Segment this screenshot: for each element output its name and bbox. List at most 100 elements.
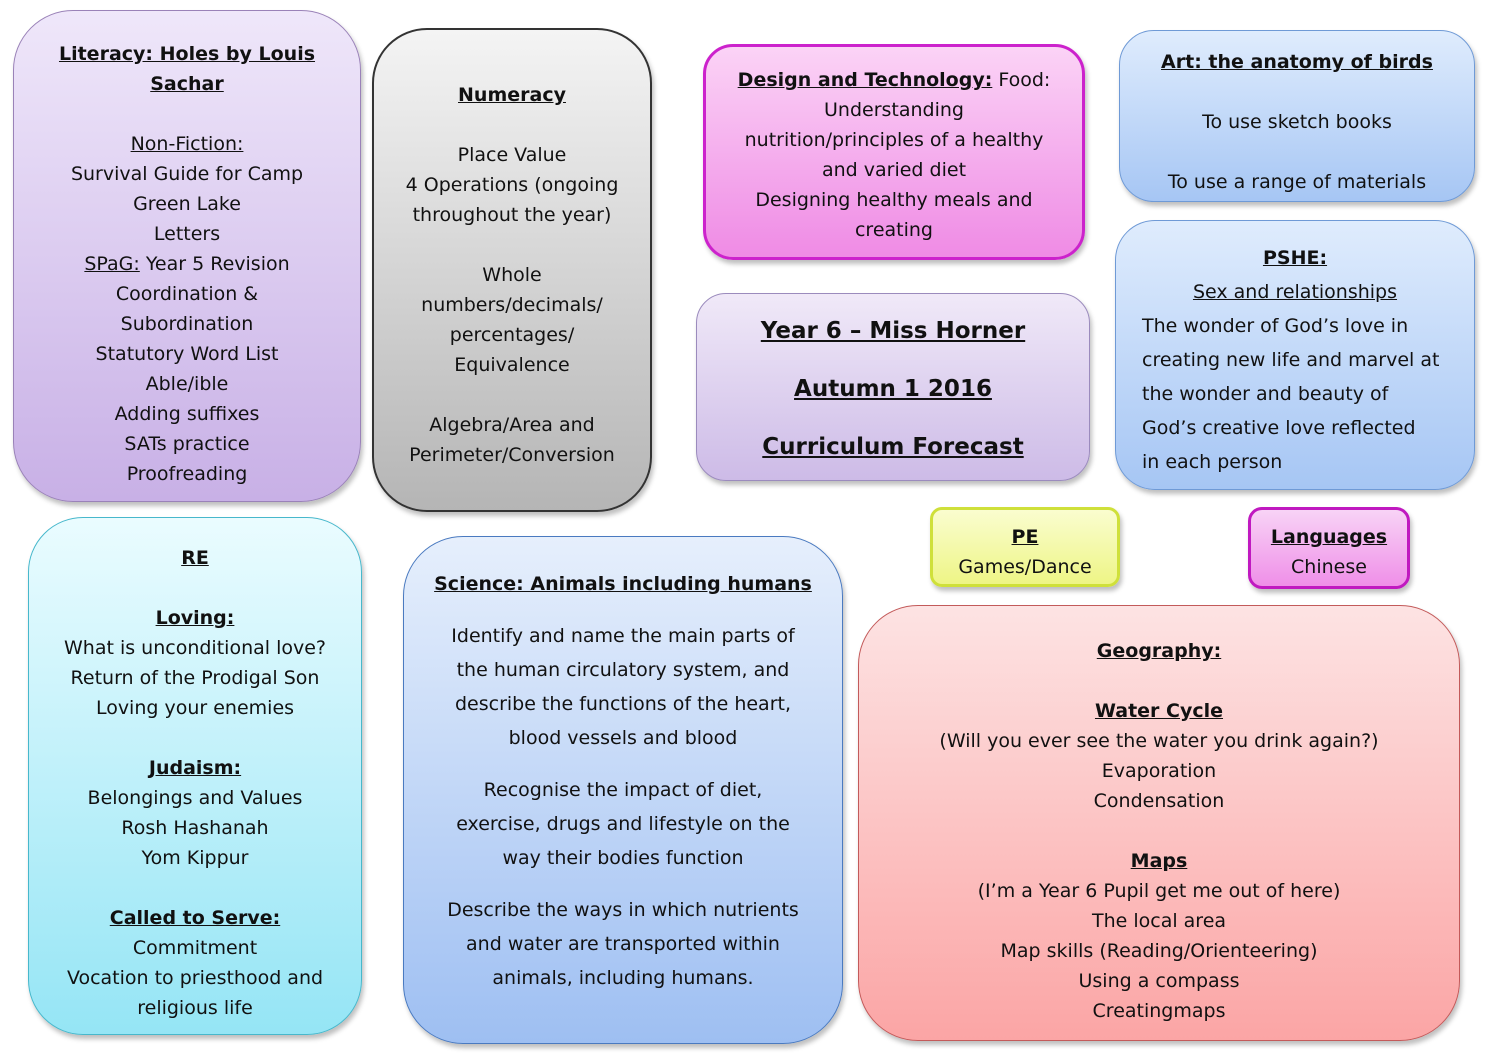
text-line: Curriculum Forecast bbox=[697, 418, 1089, 476]
box-content: Art: the anatomy of birds To use sketch b… bbox=[1120, 47, 1474, 197]
text-line: Statutory Word List bbox=[14, 339, 360, 369]
text-line: Non-Fiction: bbox=[14, 129, 360, 159]
heading-text: Numeracy bbox=[458, 84, 566, 106]
text-line: (Will you ever see the water you drink a… bbox=[859, 726, 1459, 756]
text-line: Adding suffixes bbox=[14, 399, 360, 429]
text-line: Rosh Hashanah bbox=[29, 813, 361, 843]
text-line: Belongings and Values bbox=[29, 783, 361, 813]
body-text: exercise, drugs and lifestyle on the bbox=[456, 813, 790, 835]
text-line: describe the functions of the heart, bbox=[404, 687, 842, 721]
text-line: Loving your enemies bbox=[29, 693, 361, 723]
heading-text: Loving: bbox=[155, 607, 235, 629]
heading-text: Autumn 1 2016 bbox=[794, 376, 992, 402]
text-line: religious life bbox=[29, 993, 361, 1023]
body-text: Vocation to priesthood and bbox=[66, 967, 324, 989]
art-box: Art: the anatomy of birds To use sketch b… bbox=[1119, 30, 1475, 202]
text-line: Using a compass bbox=[859, 966, 1459, 996]
text-line: PE bbox=[933, 522, 1117, 552]
text-line: Chinese bbox=[1251, 552, 1407, 582]
body-text: Using a compass bbox=[1078, 970, 1240, 992]
text-line: SATs practice bbox=[14, 429, 360, 459]
heading-text: Maps bbox=[1130, 850, 1188, 872]
text-line: To use a range of materials bbox=[1120, 167, 1474, 197]
text-line: Games/Dance bbox=[933, 552, 1117, 582]
text-line bbox=[404, 875, 842, 893]
heading-text: Sachar bbox=[150, 73, 224, 95]
text-line: the human circulatory system, and bbox=[404, 653, 842, 687]
text-line: Describe the ways in which nutrients bbox=[404, 893, 842, 927]
body-text: Year 5 Revision bbox=[139, 253, 290, 275]
body-text: in each person bbox=[1142, 451, 1283, 473]
text-line: Survival Guide for Camp bbox=[14, 159, 360, 189]
text-line: Identify and name the main parts of bbox=[404, 619, 842, 653]
text-line: God’s creative love reflected bbox=[1116, 411, 1474, 445]
body-text: Describe the ways in which nutrients bbox=[447, 899, 799, 921]
body-text: Recognise the impact of diet, bbox=[483, 779, 763, 801]
body-text: Understanding bbox=[824, 99, 964, 121]
text-line: animals, including humans. bbox=[404, 961, 842, 995]
body-text: throughout the year) bbox=[412, 204, 612, 226]
body-text: The wonder of God’s love in bbox=[1142, 315, 1409, 337]
heading-text: Geography: bbox=[1096, 640, 1222, 662]
text-line: Called to Serve: bbox=[29, 903, 361, 933]
text-line: blood vessels and blood bbox=[404, 721, 842, 755]
box-content: Geography:Water Cycle(Will you ever see … bbox=[859, 636, 1459, 1026]
body-text: Green Lake bbox=[133, 193, 241, 215]
text-line bbox=[1120, 77, 1474, 107]
text-line: in each person bbox=[1116, 445, 1474, 479]
text-line: Vocation to priesthood and bbox=[29, 963, 361, 993]
text-line bbox=[29, 873, 361, 903]
body-text: Map skills (Reading/Orienteering) bbox=[1000, 940, 1318, 962]
body-text: Designing healthy meals and bbox=[755, 189, 1033, 211]
text-line bbox=[14, 99, 360, 129]
text-line: To use sketch books bbox=[1120, 107, 1474, 137]
text-line: throughout the year) bbox=[374, 200, 650, 230]
text-line: Designing healthy meals and bbox=[706, 185, 1082, 215]
text-line: (I’m a Year 6 Pupil get me out of here) bbox=[859, 876, 1459, 906]
body-text: Algebra/Area and bbox=[429, 414, 595, 436]
text-line: What is unconditional love? bbox=[29, 633, 361, 663]
body-text: religious life bbox=[137, 997, 253, 1019]
heading-text: Design and Technology: bbox=[737, 69, 993, 91]
text-line: Condensation bbox=[859, 786, 1459, 816]
text-line: The wonder of God’s love in bbox=[1116, 309, 1474, 343]
heading-text: Art: the anatomy of birds bbox=[1161, 51, 1433, 73]
text-line: RE bbox=[29, 543, 361, 573]
text-line: the wonder and beauty of bbox=[1116, 377, 1474, 411]
subheading-text: Sex and relationships bbox=[1192, 281, 1398, 303]
text-line: Year 6 – Miss Horner bbox=[697, 302, 1089, 360]
box-content: Design and Technology: Food: Understandin… bbox=[706, 65, 1082, 245]
body-text: The local area bbox=[1091, 910, 1227, 932]
body-text: percentages/ bbox=[449, 324, 575, 346]
text-line: Science: Animals including humans bbox=[404, 567, 842, 601]
text-line: Subordination bbox=[14, 309, 360, 339]
body-text: Whole bbox=[482, 264, 542, 286]
text-line: Able/ible bbox=[14, 369, 360, 399]
body-text: Adding suffixes bbox=[114, 403, 260, 425]
body-text: Chinese bbox=[1291, 556, 1367, 578]
body-text: Coordination & bbox=[115, 283, 259, 305]
heading-text: Called to Serve: bbox=[109, 907, 281, 929]
text-line: creating new life and marvel at bbox=[1116, 343, 1474, 377]
text-line: creating bbox=[706, 215, 1082, 245]
heading-text: PSHE: bbox=[1262, 247, 1328, 269]
heading-text: Curriculum Forecast bbox=[762, 434, 1024, 460]
body-text: Food: bbox=[992, 69, 1051, 91]
body-text: Statutory Word List bbox=[95, 343, 279, 365]
body-text: and water are transported within bbox=[466, 933, 780, 955]
text-line bbox=[29, 573, 361, 603]
text-line: Sex and relationships bbox=[1116, 275, 1474, 309]
body-text: numbers/decimals/ bbox=[421, 294, 603, 316]
